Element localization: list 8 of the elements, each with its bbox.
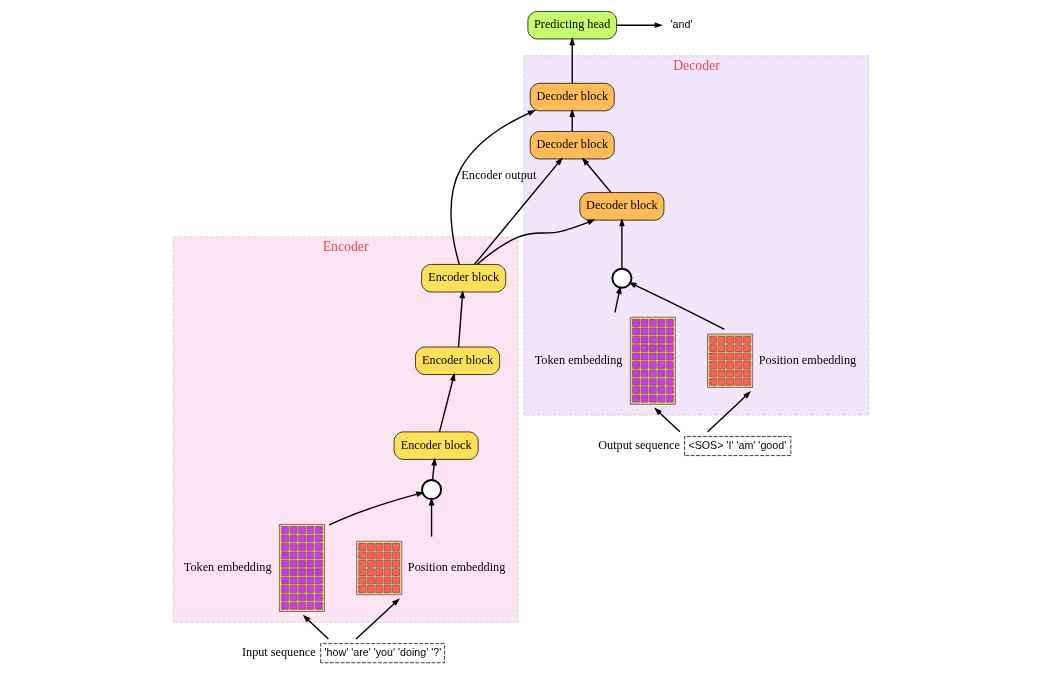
edge-label: Encoder output <box>461 167 537 182</box>
node-label: Token embedding <box>183 559 272 574</box>
node-label: Input sequence <box>241 645 316 660</box>
node-text: 'and' <box>670 18 693 31</box>
node-label: Token embedding <box>534 352 623 367</box>
node-label: Position embedding <box>758 352 857 367</box>
node-label: Position embedding <box>407 559 506 574</box>
node-label: Output sequence <box>598 437 680 452</box>
